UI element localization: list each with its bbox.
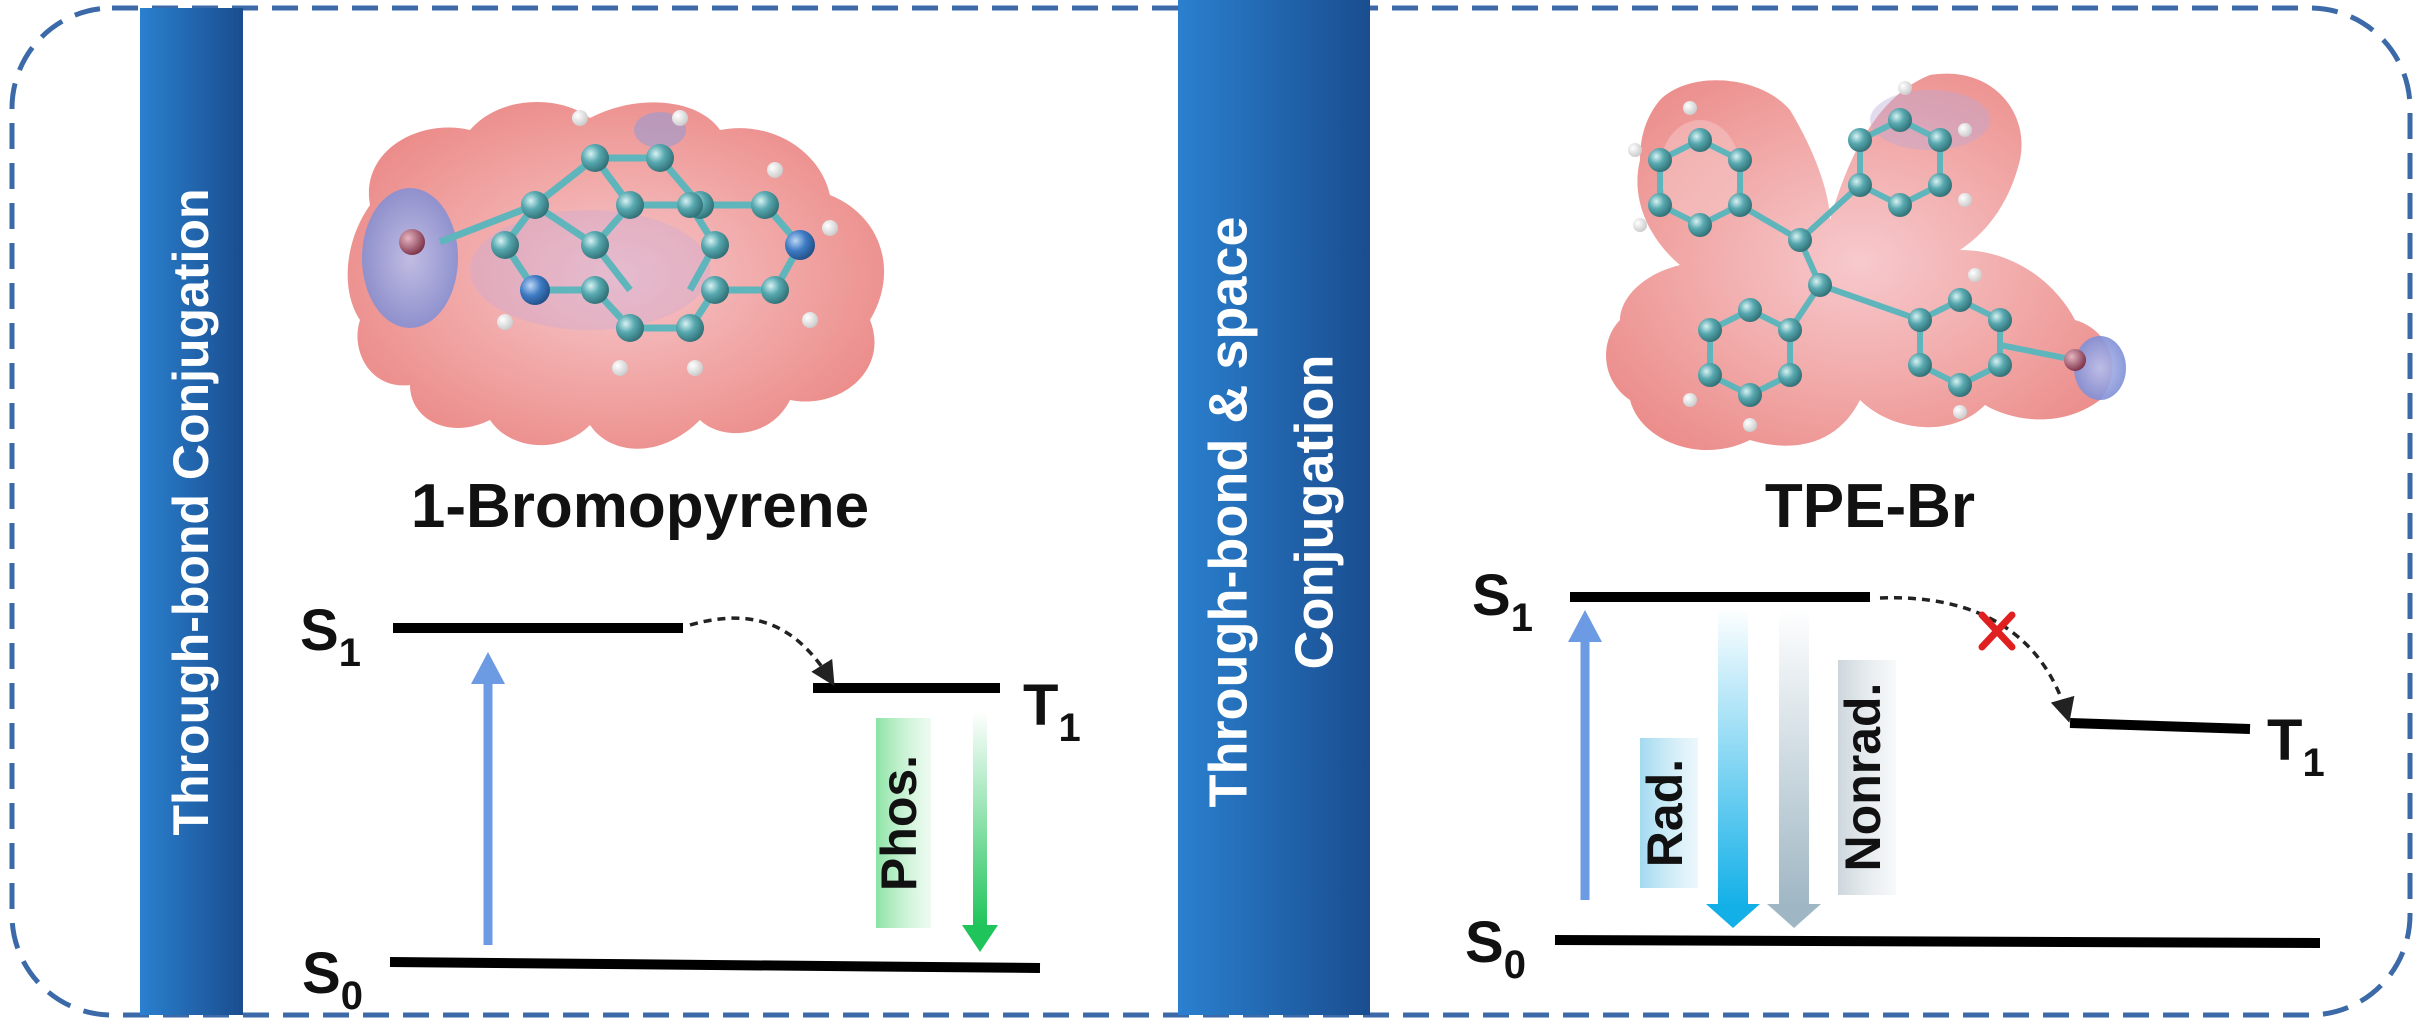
right-rad-label-bg	[1640, 738, 1698, 888]
left-excitation-arrow	[471, 652, 505, 945]
right-t1-level	[2069, 718, 2251, 734]
cross-icon	[1978, 611, 2016, 651]
left-s0-level	[389, 957, 1041, 973]
left-banner-text: Through-bond Conjugation	[163, 188, 219, 835]
right-nonrad-label-bg	[1838, 660, 1896, 895]
right-isc-arrow	[1879, 596, 2075, 723]
molecule-electrostatic-surface-icon	[1606, 73, 2126, 451]
right-excitation-arrow	[1568, 610, 1602, 900]
left-molecule-name: 1-Bromopyrene	[411, 472, 869, 541]
right-rad-label: Rad.	[1637, 759, 1693, 867]
right-nonrad-label: Nonrad.	[1835, 683, 1891, 872]
right-t1-label: T1	[2267, 708, 2325, 785]
right-banner-line1: Through-bond & space	[1198, 217, 1258, 808]
left-banner	[140, 8, 243, 1015]
right-s0-label: S0	[1465, 910, 1526, 987]
right-s0-level	[1554, 935, 2321, 948]
right-s1-label: S1	[1472, 563, 1533, 640]
right-banner	[1178, 0, 1370, 1015]
left-phos-label: Phos.	[871, 755, 927, 891]
molecule-electrostatic-surface-icon	[347, 102, 885, 449]
left-phos-label-bg	[876, 718, 931, 928]
left-s1-label: S1	[300, 598, 361, 675]
right-banner-line2: Conjugation	[1284, 355, 1344, 670]
right-nonrad-arrow	[1767, 608, 1821, 928]
left-t1-label: T1	[1023, 673, 1081, 750]
left-s0-label: S0	[302, 941, 363, 1018]
right-molecule-name: TPE-Br	[1765, 472, 1975, 541]
right-rad-arrow	[1706, 608, 1760, 928]
right-panel: Through-bond & space Conjugation	[1178, 0, 2325, 1015]
left-phos-arrow	[962, 712, 998, 952]
left-panel: Through-bond Conjugation	[140, 8, 1081, 1018]
left-isc-arrow	[689, 616, 835, 687]
